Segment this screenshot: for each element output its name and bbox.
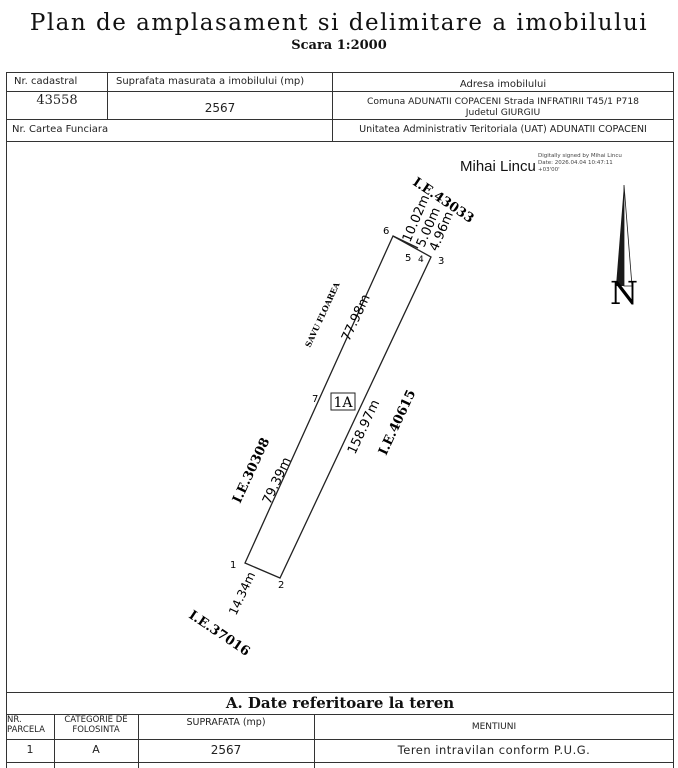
signature-meta: Digitally signed by Mihai Lincu Date: 20… xyxy=(538,153,622,173)
row-nr: 1 xyxy=(26,743,34,756)
header-suprafata: SUPRAFATA (mp) xyxy=(186,717,266,728)
distance-1-2: 14.34m xyxy=(226,570,258,618)
address-label: Adresa imobilului xyxy=(459,79,547,90)
parcel-top-inner xyxy=(392,235,419,249)
area-value: 2567 xyxy=(204,101,236,115)
point-7: 7 xyxy=(312,394,318,405)
point-4: 4 xyxy=(418,255,424,265)
point-6: 6 xyxy=(383,226,389,237)
neighbor-bottom: I.E.37016 xyxy=(186,608,253,660)
header-mentiuni: MENTIUNI xyxy=(471,722,517,732)
area-label: Suprafata masurata a imobilului (mp) xyxy=(116,76,305,87)
row-suprafata: 2567 xyxy=(210,743,242,757)
header-nr-parcela: NR. PARCELA xyxy=(7,715,45,735)
row-categorie: A xyxy=(92,743,100,756)
parcel-outline xyxy=(244,235,432,579)
parcel-label-box xyxy=(330,392,356,411)
address-line1: Comuna ADUNATII COPACENI Strada INFRATIR… xyxy=(366,96,640,107)
point-3: 3 xyxy=(438,256,444,267)
neighbor-left-upper: SAVU FLOAREA xyxy=(303,280,342,349)
distance-6-7: 77.98m xyxy=(339,292,374,344)
cadastral-value: 43558 xyxy=(36,93,78,108)
row-mentiuni: Teren intravilan conform P.U.G. xyxy=(397,743,591,757)
carte-funciara-label: Nr. Cartea Funciara xyxy=(12,124,109,135)
uat-label: Unitatea Administrativ Teritoriala (UAT)… xyxy=(359,124,647,135)
neighbor-right: I.E.40615 xyxy=(376,388,419,458)
document-title: Plan de amplasament si delimitare a imob… xyxy=(29,10,649,36)
scale-label: Scara 1:2000 xyxy=(291,38,387,53)
header-categorie: CATEGORIE DE FOLOSINTA xyxy=(64,715,128,735)
north-arrow-icon xyxy=(616,184,633,287)
address-line2: Judetul GIURGIU xyxy=(465,107,541,118)
point-2: 2 xyxy=(278,580,284,591)
distance-7-1: 79.39m xyxy=(260,455,295,507)
north-label: N xyxy=(610,274,638,312)
section-a-title: A. Date referitoare la teren xyxy=(225,694,455,712)
signature-name: Mihai Lincu xyxy=(460,158,536,175)
cadastral-label: Nr. cadastral xyxy=(14,76,78,87)
point-1: 1 xyxy=(230,560,236,571)
parcel-label: 1A xyxy=(333,395,353,411)
point-5: 5 xyxy=(405,253,411,264)
